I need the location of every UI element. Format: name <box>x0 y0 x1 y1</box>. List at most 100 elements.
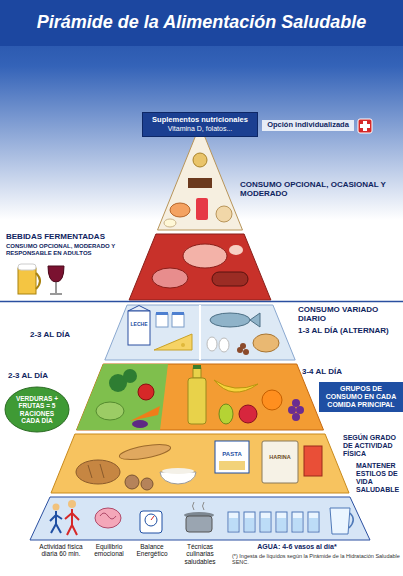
habit-caption: Técnicas culinarias saludables <box>175 543 225 565</box>
ham <box>152 268 188 288</box>
group-heading: BEBIDAS FERMENTADAS <box>6 232 124 241</box>
yogurt-lid <box>172 312 184 315</box>
egg <box>207 337 217 351</box>
milk-carton <box>128 311 150 345</box>
portion-circle: VERDURAS + FRUTAS = 5 RACIONES CADA DÍA <box>4 386 70 433</box>
flour-bag <box>262 441 298 483</box>
consumption-note: CONSUMO OPCIONAL, OCASIONAL Y MODERADO <box>240 180 395 198</box>
beer-foam <box>18 264 36 270</box>
eggplant <box>132 420 148 428</box>
node-text-block: Suplementos nutricionalesVitamina D, fol… <box>147 116 253 133</box>
package-label: HARINA <box>262 454 298 460</box>
separator-line <box>0 301 403 303</box>
water-level <box>261 518 270 531</box>
package-label: LECHE <box>128 322 150 328</box>
chips <box>216 206 232 222</box>
lettuce <box>96 402 124 420</box>
broccoli <box>123 369 137 383</box>
circle-shape <box>5 387 69 432</box>
yogurt <box>156 314 168 327</box>
sweets-tier <box>158 125 243 230</box>
soda-can <box>196 198 208 220</box>
baguette <box>118 442 171 463</box>
meat-tier <box>129 234 271 300</box>
glass-stem <box>55 282 57 293</box>
habit-caption: Equilibrio emocional <box>89 543 129 558</box>
banana <box>214 380 258 392</box>
water-level <box>309 518 318 531</box>
plant-tier <box>77 364 324 430</box>
grape <box>296 406 304 414</box>
steam <box>193 502 205 510</box>
water-glass <box>244 512 255 532</box>
footnote: (*) Ingesta de líquidos según la Pirámid… <box>232 553 400 566</box>
milk-carton-top <box>128 306 150 312</box>
water-level <box>293 518 302 531</box>
protein-tier <box>105 305 295 360</box>
scale <box>140 511 162 533</box>
bean <box>240 343 246 349</box>
bean <box>243 349 249 355</box>
croissant <box>170 203 190 217</box>
water-glass <box>228 512 239 532</box>
habit-caption: Balance Energético <box>131 543 173 558</box>
cross-icon <box>358 119 372 133</box>
water-note: AGUA: 4-6 vasos al día* <box>232 543 362 551</box>
pasta-window <box>219 461 245 470</box>
brain <box>95 508 121 528</box>
sky-ground <box>0 0 403 220</box>
water-level <box>277 518 286 531</box>
lifestyle-base <box>30 497 370 540</box>
node-heading: GRUPOS DE CONSUMO EN CADA COMIDA PRINCIP… <box>323 385 399 409</box>
title-band <box>0 0 403 46</box>
oil-cap <box>193 365 201 369</box>
wine-glass <box>48 266 64 282</box>
cheese <box>154 334 192 350</box>
scale-dial <box>145 514 157 526</box>
cookie <box>193 153 207 167</box>
oil-neck <box>193 368 201 378</box>
chocolate <box>188 178 212 188</box>
jug-handle <box>349 513 353 528</box>
child-head <box>53 504 60 511</box>
cross-icon <box>360 124 370 128</box>
habit-caption: Actividad física diaria 60 min. <box>33 543 89 558</box>
package-label: PASTA <box>215 451 249 458</box>
grape <box>292 413 300 421</box>
adult-head <box>68 500 76 508</box>
bacon <box>229 245 243 255</box>
cereal-box <box>304 446 322 476</box>
serving-frequency: 1-3 AL DÍA (ALTERNAR) <box>298 326 401 335</box>
mug-handle <box>36 273 40 289</box>
water-glass <box>260 512 271 532</box>
pear <box>219 404 233 424</box>
rice <box>162 468 194 474</box>
tier-divider <box>199 305 201 360</box>
water-level <box>245 518 254 531</box>
water-glass <box>308 512 319 532</box>
node-text-block: VERDURAS + FRUTAS = 5 RACIONES CADA DÍA <box>15 395 59 425</box>
brain-fold <box>100 513 116 519</box>
meat-cut <box>183 244 227 268</box>
grape <box>292 399 300 407</box>
adult-figure <box>65 509 79 535</box>
glass-base <box>50 293 62 295</box>
bread-cut <box>88 465 92 478</box>
orange <box>262 390 282 410</box>
tomato <box>138 384 154 400</box>
grape <box>288 406 296 414</box>
oil-bottle <box>188 378 206 424</box>
water-jug <box>330 508 350 534</box>
cereal-tier <box>51 434 349 493</box>
consumption-note: SEGÚN GRADO DE ACTIVIDAD FÍSICA <box>343 434 402 458</box>
supplement-box: Suplementos nutricionalesVitamina D, fol… <box>142 112 258 137</box>
water-glass <box>276 512 287 532</box>
sausage <box>212 272 248 286</box>
node-body: Vitamina D, folatos... <box>147 125 253 133</box>
cooking-pot <box>186 516 212 532</box>
node-text-block: GRUPOS DE CONSUMO EN CADA COMIDA PRINCIP… <box>323 385 399 409</box>
